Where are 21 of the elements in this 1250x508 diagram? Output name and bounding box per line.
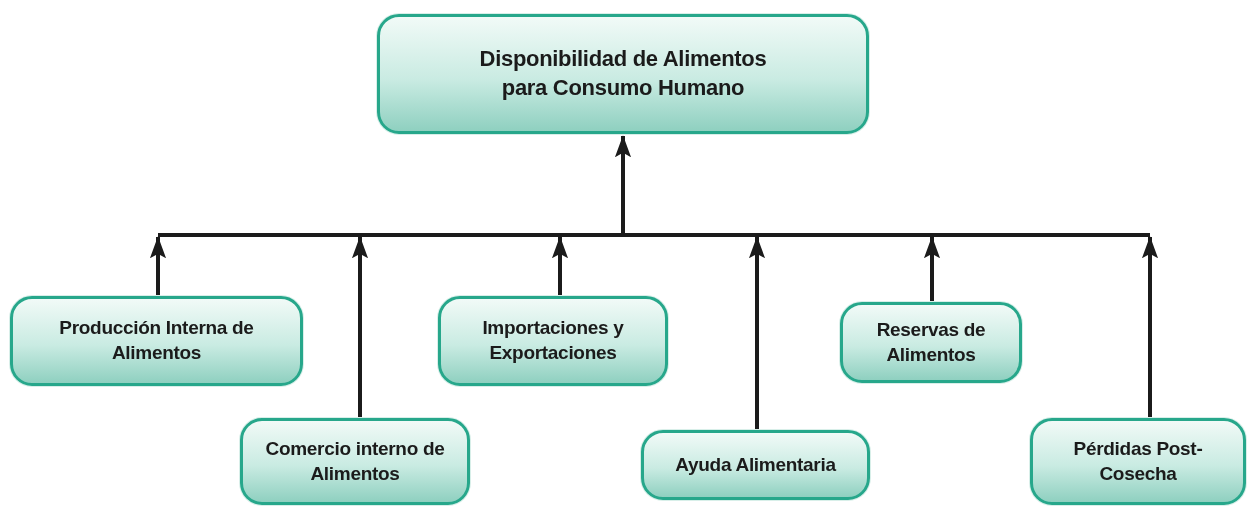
trunk-arrow [156, 134, 1152, 237]
rounded-box [377, 14, 869, 134]
arrow [923, 236, 941, 302]
arrow [748, 236, 766, 430]
rounded-box [1030, 418, 1246, 505]
rounded-box [840, 302, 1022, 383]
rounded-box [10, 296, 303, 386]
rounded-box [240, 418, 470, 505]
arrow [551, 236, 569, 296]
rounded-box [438, 296, 668, 386]
node-label: Pérdidas Post-Cosecha [1072, 436, 1204, 486]
arrow [1141, 236, 1159, 418]
node-label: Importaciones y Exportaciones [481, 316, 625, 365]
node-label: Ayuda Alimentaria [675, 452, 836, 477]
node-label: Comercio interno de Alimentos [264, 436, 446, 486]
node-label: Producción Interna de Alimentos [58, 316, 255, 365]
arrow [351, 236, 369, 418]
arrow [149, 236, 167, 296]
node-label: Reservas de Alimentos [875, 317, 987, 367]
node-label: Disponibilidad de Alimentos para Consumo Humano [478, 45, 768, 102]
rounded-box [641, 430, 870, 500]
